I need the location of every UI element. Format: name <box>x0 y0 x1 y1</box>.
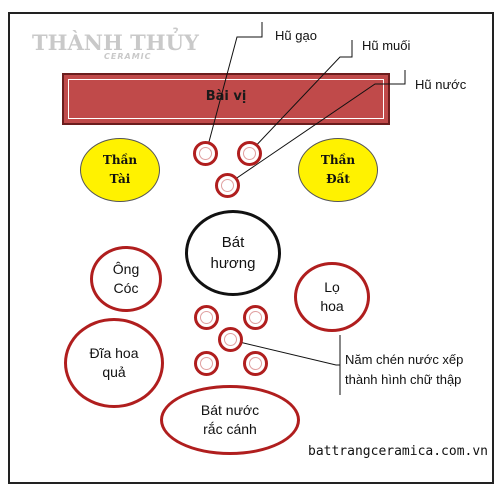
rice-urn <box>193 141 218 166</box>
water-cup-top-left <box>194 305 219 330</box>
water-cup-center <box>218 327 243 352</box>
petal-water-bowl: Bát nước rắc cánh <box>160 385 300 455</box>
earth-god-line1: Thần <box>320 153 356 168</box>
water-cup-bottom-left <box>194 351 219 376</box>
incense-bowl-line1: Bát <box>221 234 245 251</box>
flower-vase: Lọ hoa <box>294 262 370 332</box>
cups-callout-line2: thành hình chữ thập <box>345 372 462 388</box>
altar-label: Bài vị <box>205 89 247 104</box>
god-of-wealth-line2: Tài <box>109 172 131 186</box>
cups-callout-line1: Năm chén nước xếp <box>345 352 464 367</box>
water-cup-top-right <box>243 305 268 330</box>
logo-name: THÀNH THỦY <box>32 30 199 55</box>
salt-urn <box>237 141 262 166</box>
water-urn-callout: Hũ nước <box>415 77 467 92</box>
incense-bowl: Bát hương <box>185 210 281 296</box>
rice-urn-leader <box>205 22 263 154</box>
petal-water-bowl-line2: rắc cánh <box>203 421 257 437</box>
earth-god-line2: Đất <box>326 172 350 186</box>
brand-logo: THÀNH THỦY CERAMIC <box>32 30 199 61</box>
logo-tagline: CERAMIC <box>104 52 152 61</box>
rice-urn-callout: Hũ gạo <box>275 28 317 43</box>
petal-water-bowl-line1: Bát nước <box>200 402 260 419</box>
water-cup-bottom-right <box>243 351 268 376</box>
altar-tablet: Bài vị <box>62 73 390 125</box>
cups-callout: Năm chén nước xếp thành hình chữ thập <box>345 350 504 390</box>
incense-bowl-line2: hương <box>210 255 256 272</box>
salt-urn-callout: Hũ muối <box>362 38 411 53</box>
flower-vase-line2: hoa <box>320 298 344 314</box>
fruit-plate: Đĩa hoa quả <box>64 318 164 408</box>
fruit-plate-line1: Đĩa hoa <box>89 345 139 362</box>
god-of-wealth-line1: Thần <box>102 153 138 168</box>
money-toad-line2: Cóc <box>113 280 139 296</box>
money-toad-line1: Ông <box>112 261 140 278</box>
flower-vase-line1: Lọ <box>324 279 340 296</box>
website-url: battrangceramica.com.vn <box>308 444 489 459</box>
fruit-plate-line2: quả <box>102 364 126 380</box>
water-urn-leader <box>227 70 406 185</box>
cups-leader <box>230 335 341 395</box>
salt-urn-leader <box>248 40 353 154</box>
water-urn <box>215 173 240 198</box>
